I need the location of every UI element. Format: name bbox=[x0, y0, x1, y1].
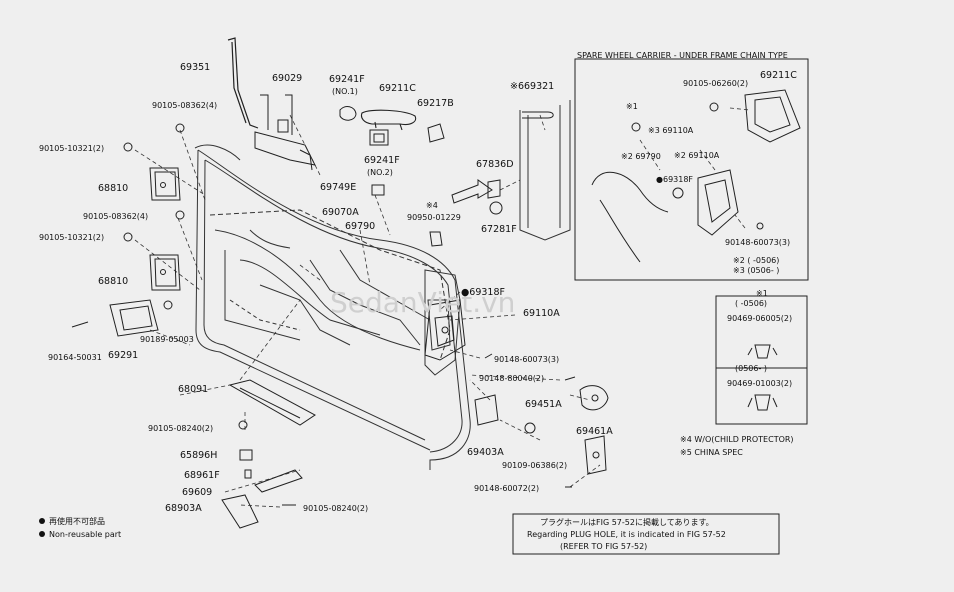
label-69110a: 69110A bbox=[523, 308, 560, 319]
label-67836d: 67836D bbox=[476, 159, 514, 170]
inset-label-69110a-a: ※3 69110A bbox=[648, 126, 694, 135]
clip-box-part1: 90469-06005(2) bbox=[727, 314, 792, 323]
label-67281f: 67281F bbox=[481, 224, 517, 235]
label-69609: 69609 bbox=[182, 487, 212, 498]
label-star4: ※4 bbox=[426, 201, 438, 210]
inset-labels: SPARE WHEEL CARRIER - UNDER FRAME CHAIN … bbox=[577, 51, 797, 275]
part-labels: 69351 69029 69241F (NO.1) 69211C 69217B … bbox=[39, 62, 613, 514]
inset-label-69318f: ●69318F bbox=[656, 175, 693, 184]
part-90950-cap bbox=[429, 231, 443, 247]
clip-box-range1: ( -0506) bbox=[735, 299, 767, 308]
label-90105-10321-mid: 90105-10321(2) bbox=[39, 233, 104, 242]
part-69749e-clip bbox=[371, 184, 385, 196]
part-69241f-no1 bbox=[339, 106, 357, 121]
label-69351: 69351 bbox=[180, 62, 210, 73]
inset-label-90148-60073: 90148-60073(3) bbox=[725, 238, 790, 247]
inset-note-3: ※3 (0506- ) bbox=[733, 266, 779, 275]
label-68810-top: 68810 bbox=[98, 183, 128, 194]
inset-title: SPARE WHEEL CARRIER - UNDER FRAME CHAIN … bbox=[577, 51, 788, 60]
door-frame-drawing bbox=[194, 100, 571, 470]
label-69318f: ●69318F bbox=[461, 287, 505, 298]
part-lower-rail bbox=[221, 449, 303, 529]
clip-box-part2: 90469-01003(2) bbox=[727, 379, 792, 388]
label-68091: 68091 bbox=[178, 384, 208, 395]
part-right-latch-parts bbox=[474, 353, 609, 488]
label-69790: 69790 bbox=[345, 221, 375, 232]
inset-note-2: ※2 ( -0506) bbox=[733, 256, 779, 265]
label-69241f-no1: 69241F bbox=[329, 74, 365, 85]
label-69461a: 69461A bbox=[576, 426, 613, 437]
label-90105-08362-top: 90105-08362(4) bbox=[152, 101, 217, 110]
part-69217b-cover bbox=[427, 123, 445, 143]
label-69217b: 69217B bbox=[417, 98, 454, 109]
part-69029-linkage bbox=[254, 94, 316, 171]
label-65896h: 65896H bbox=[180, 450, 217, 461]
part-67836d-67281f bbox=[451, 179, 503, 215]
plug-note-box bbox=[512, 513, 780, 555]
label-69070a: 69070A bbox=[322, 207, 359, 218]
label-69403a: 69403A bbox=[467, 447, 504, 458]
part-69318f-lock bbox=[424, 299, 466, 361]
label-69241f-no2: 69241F bbox=[364, 155, 400, 166]
part-69211c-handle bbox=[360, 109, 417, 131]
plug-note-line1: プラグホールはFIG 57-52に掲載してあります。 bbox=[540, 517, 714, 527]
plug-note-line3: (REFER TO FIG 57-52) bbox=[560, 542, 647, 551]
inset-spare-wheel-carrier bbox=[574, 58, 809, 281]
label-90148-80040: 90148-80040(2) bbox=[479, 374, 544, 383]
label-69241f-no1-note: (NO.1) bbox=[332, 87, 358, 96]
watermark: SedanViet.vn bbox=[330, 286, 515, 319]
non-reusable-bullet-icon bbox=[39, 518, 45, 524]
label-68903a: 68903A bbox=[165, 503, 202, 514]
inset-label-90105-06260: 90105-06260(2) bbox=[683, 79, 748, 88]
inset-label-69790: ※2 69790 bbox=[621, 152, 661, 161]
label-90148-60072: 90148-60072(2) bbox=[474, 484, 539, 493]
label-68810-mid: 68810 bbox=[98, 276, 128, 287]
legend-jp: 再使用不可部品 bbox=[49, 516, 105, 526]
label-90105-08362-mid: 90105-08362(4) bbox=[83, 212, 148, 221]
note-star4: ※4 W/O(CHILD PROTECTOR) bbox=[680, 435, 794, 444]
label-90189-05003: 90189-05003 bbox=[140, 335, 194, 344]
label-90105-10321-top: 90105-10321(2) bbox=[39, 144, 104, 153]
label-69241f-no2-note: (NO.2) bbox=[367, 168, 393, 177]
inset-label-69211c: 69211C bbox=[760, 70, 797, 81]
label-90148-60073: 90148-60073(3) bbox=[494, 355, 559, 364]
clip-box-range2: (0506- ) bbox=[735, 364, 767, 373]
label-90164-50031: 90164-50031 bbox=[48, 353, 102, 362]
legend: 再使用不可部品 Non-reusable part bbox=[39, 516, 121, 539]
label-69321: ※669321 bbox=[510, 81, 554, 92]
legend-en: Non-reusable part bbox=[49, 530, 121, 539]
label-69211c: 69211C bbox=[379, 83, 416, 94]
part-69321-rod bbox=[522, 111, 554, 119]
part-69241f-no2 bbox=[369, 129, 389, 146]
label-69291: 69291 bbox=[108, 350, 138, 361]
plug-note: プラグホールはFIG 57-52に掲載してあります。 Regarding PLU… bbox=[527, 517, 726, 551]
clip-box bbox=[715, 295, 808, 425]
label-69451a: 69451A bbox=[525, 399, 562, 410]
label-90109-06386: 90109-06386(2) bbox=[502, 461, 567, 470]
label-69029: 69029 bbox=[272, 73, 302, 84]
note-star5: ※5 CHINA SPEC bbox=[680, 448, 743, 457]
label-90950-01229: 90950-01229 bbox=[407, 213, 461, 222]
inset-label-69110a-b: ※2 69110A bbox=[674, 151, 720, 160]
non-reusable-bullet-icon bbox=[39, 531, 45, 537]
clip-box-labels: ※1 ( -0506) 90469-06005(2) (0506- ) 9046… bbox=[727, 289, 792, 388]
label-68961f: 68961F bbox=[184, 470, 220, 481]
label-69749e: 69749E bbox=[320, 182, 356, 193]
plug-note-line2: Regarding PLUG HOLE, it is indicated in … bbox=[527, 530, 726, 539]
label-90105-08240-left: 90105-08240(2) bbox=[148, 424, 213, 433]
clip-box-title: ※1 bbox=[756, 289, 768, 298]
inset-label-star1: ※1 bbox=[626, 102, 638, 111]
label-90105-08240-bot: 90105-08240(2) bbox=[303, 504, 368, 513]
part-68091-rail bbox=[228, 379, 316, 430]
part-69351-rod bbox=[227, 37, 259, 129]
part-69291-checker bbox=[71, 299, 173, 337]
part-hinges-68810 bbox=[123, 123, 185, 291]
